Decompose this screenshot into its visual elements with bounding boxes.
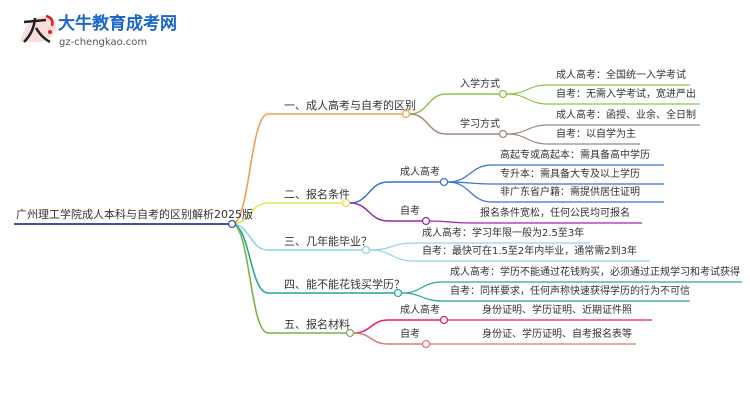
leaf-study-adult: 成人高考：函授、业余、全日制: [556, 110, 696, 121]
brand-logo-icon: [20, 14, 56, 44]
leaf-signup-adult-3: 非广东省户籍：需提供居住证明: [500, 187, 640, 198]
node-signup-self: 自考: [400, 206, 420, 217]
leaf-graduate-self: 自考：最快可在1.5至2年内毕业，通常需2到3年: [422, 246, 637, 257]
leaf-study-self: 自考：以自学为主: [556, 129, 636, 140]
root-node: 广州理工学院成人本科与自考的区别解析2025版: [16, 208, 253, 221]
leaf-admission-self: 自考：无需入学考试，宽进严出: [556, 89, 696, 100]
node-materials-self: 自考: [400, 329, 420, 340]
node-admission-method: 入学方式: [460, 79, 500, 90]
brand-title: 大牛教育成考网: [58, 14, 177, 34]
node-materials-adult: 成人高考: [400, 305, 440, 316]
leaf-signup-adult-1: 高起专或高起本：需具备高中学历: [500, 150, 650, 161]
leaf-signup-self-1: 报名条件宽松，任何公民均可报名: [480, 208, 630, 219]
leaf-signup-adult-2: 专升本：需具备大专及以上学历: [500, 169, 640, 180]
leaf-admission-adult: 成人高考：全国统一入学考试: [556, 70, 686, 81]
leaf-graduate-adult: 成人高考：学习年限一般为2.5至3年: [422, 228, 585, 239]
leaf-materials-self: 身份证、学历证明、自考报名表等: [482, 329, 632, 340]
branch-2-label: 二、报名条件: [284, 188, 350, 201]
node-study-method: 学习方式: [460, 119, 500, 130]
leaf-buy-adult: 成人高考：学历不能通过花钱购买，必须通过正规学习和考试获得: [450, 267, 740, 278]
branch-1-label: 一、成人高考与自考的区别: [284, 99, 416, 112]
branch-3-label: 三、几年能毕业？: [284, 235, 372, 248]
node-signup-adult: 成人高考: [400, 167, 440, 178]
brand-url: gz-chengkao.com: [59, 37, 148, 48]
branch-4-label: 四、能不能花钱买学历？: [284, 278, 405, 291]
leaf-materials-adult: 身份证明、学历证明、近期证件照: [482, 305, 632, 316]
branch-5-label: 五、报名材料: [284, 318, 350, 331]
leaf-buy-self: 自考：同样要求，任何声称快速获得学历的行为不可信: [450, 286, 690, 297]
